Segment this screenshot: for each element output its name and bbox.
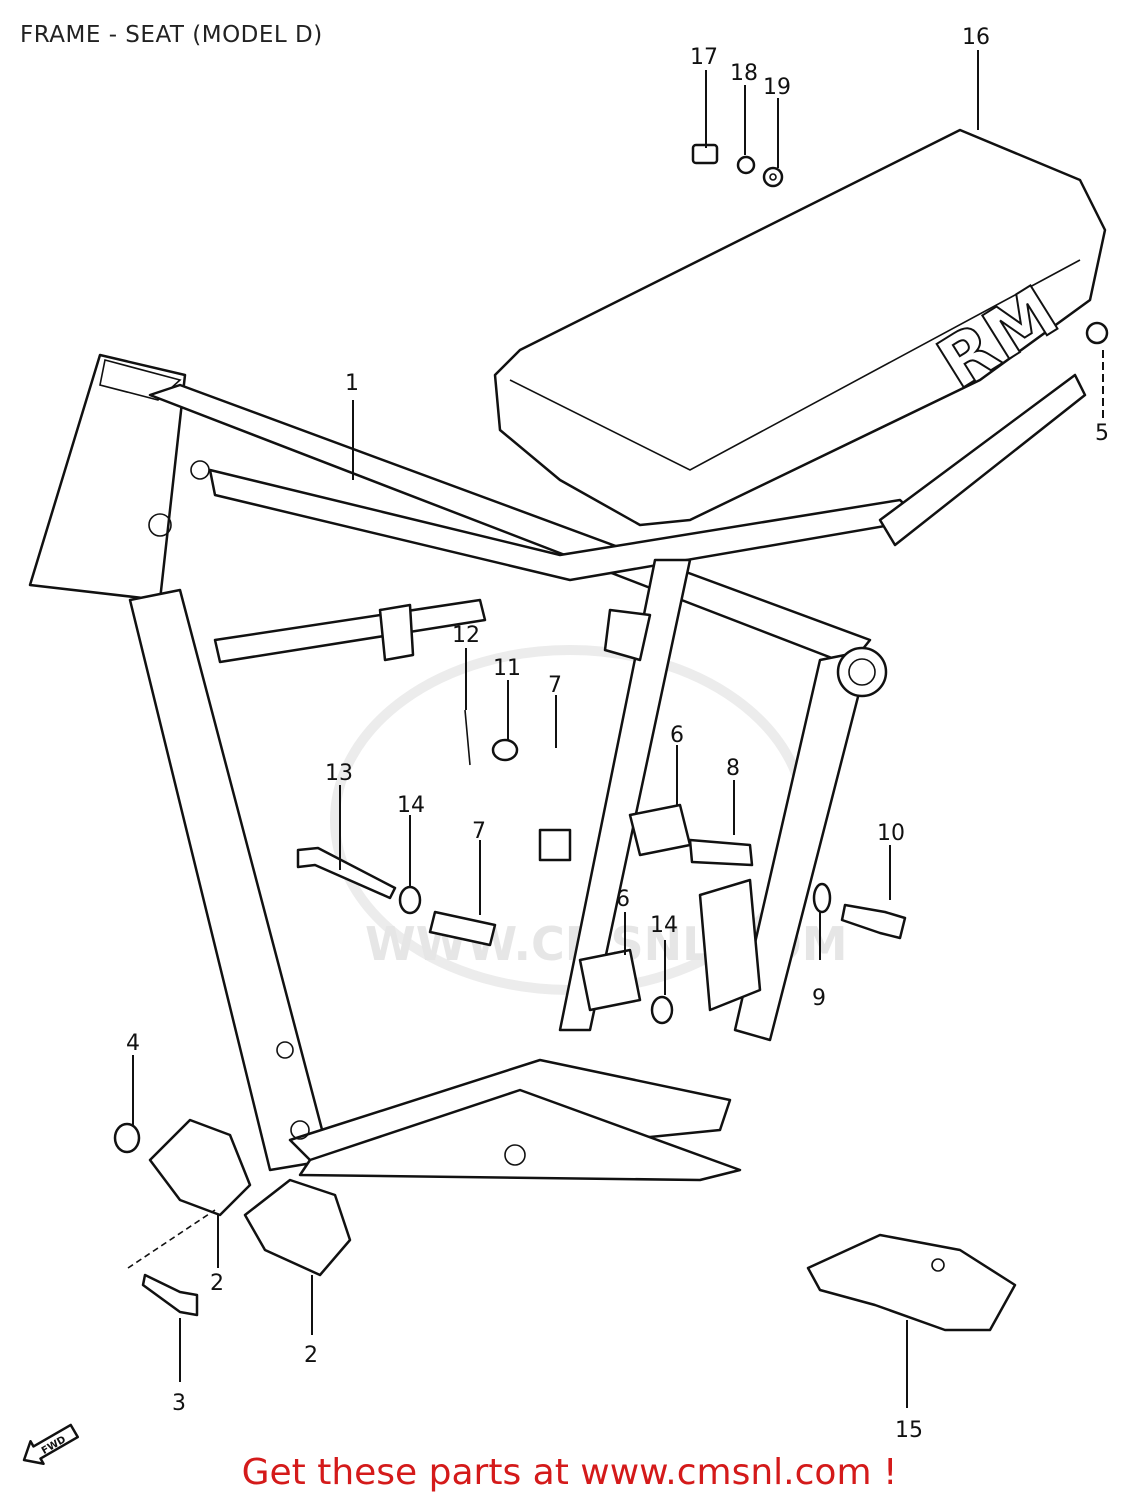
frame-cradle-lower bbox=[298, 1088, 742, 1182]
callout-18: 18 bbox=[730, 61, 758, 86]
callout-8: 8 bbox=[726, 756, 740, 781]
seat: RM bbox=[493, 128, 1107, 527]
callout-13: 13 bbox=[325, 761, 353, 786]
frame-bracket bbox=[603, 608, 652, 662]
callout-14: 14 bbox=[397, 793, 425, 818]
plate-2-icon bbox=[148, 1118, 252, 1217]
pivot-boss bbox=[836, 646, 888, 698]
seat-seam bbox=[509, 259, 1081, 471]
mount-hole bbox=[276, 1041, 294, 1059]
cotter-pin-12-icon bbox=[464, 709, 471, 766]
callout-2: 2 bbox=[304, 1343, 318, 1368]
mount-hole bbox=[190, 460, 210, 480]
frame-down-tube bbox=[128, 588, 332, 1172]
callout-10: 10 bbox=[877, 821, 905, 846]
head-pipe-top bbox=[99, 359, 182, 401]
lock-washer-18-icon bbox=[736, 155, 756, 175]
plate-2-icon bbox=[243, 1178, 352, 1277]
bushing-6-icon bbox=[628, 803, 692, 857]
seat-cushion bbox=[493, 128, 1107, 527]
leader-lines bbox=[132, 50, 1104, 1408]
hardware bbox=[113, 143, 1109, 1332]
callout-15: 15 bbox=[895, 1418, 923, 1443]
cover-15-icon bbox=[806, 1233, 1017, 1332]
frame-upper-rail bbox=[208, 468, 922, 582]
bushing-6-icon bbox=[578, 948, 642, 1012]
frame-bracket bbox=[378, 603, 415, 662]
washer-14-icon bbox=[650, 995, 674, 1025]
callout-2: 2 bbox=[210, 1271, 224, 1296]
callout-5: 5 bbox=[1095, 421, 1109, 446]
main-frame bbox=[28, 353, 1087, 1182]
callout-6: 6 bbox=[670, 723, 684, 748]
callout-14: 14 bbox=[650, 913, 678, 938]
callout-11: 11 bbox=[493, 656, 521, 681]
callout-16: 16 bbox=[962, 25, 990, 50]
mount-hole bbox=[148, 513, 172, 537]
callout-3: 3 bbox=[172, 1391, 186, 1416]
callout-4: 4 bbox=[126, 1031, 140, 1056]
frame-top-tube bbox=[148, 383, 872, 667]
callout-6: 6 bbox=[616, 887, 630, 912]
callout-19: 19 bbox=[763, 75, 791, 100]
callout-9: 9 bbox=[812, 986, 826, 1011]
pin-8-icon bbox=[688, 838, 754, 867]
fwd-arrow-icon bbox=[22, 1423, 79, 1466]
diagram-title: FRAME - SEAT (MODEL D) bbox=[20, 22, 323, 48]
spacer-7-icon bbox=[428, 910, 497, 947]
engine-mount-plate bbox=[538, 828, 572, 862]
frame-center-post bbox=[558, 558, 692, 1032]
footer-link-text[interactable]: Get these parts at www.cmsnl.com ! bbox=[241, 1452, 898, 1493]
pivot-boss-hole bbox=[848, 658, 876, 686]
nut-5-icon bbox=[1085, 321, 1109, 345]
callout-labels: 1 2 2 3 4 5 6 6 7 7 8 9 10 11 12 13 14 1… bbox=[126, 25, 1109, 1443]
frame-cross-tube bbox=[213, 598, 487, 664]
washer-19-icon bbox=[762, 166, 784, 188]
callout-12: 12 bbox=[452, 623, 480, 648]
washer-14-icon bbox=[398, 885, 422, 915]
callout-7: 7 bbox=[472, 819, 486, 844]
bolt-10-icon bbox=[840, 903, 907, 940]
long-bolt-13-icon bbox=[296, 846, 397, 900]
nut-4-icon bbox=[113, 1122, 141, 1154]
engine-mount-plate bbox=[698, 878, 762, 1012]
bolt-3-icon bbox=[141, 1273, 199, 1317]
mount-hole bbox=[290, 1120, 310, 1140]
washer-9-icon bbox=[812, 882, 832, 914]
callout-17: 17 bbox=[690, 45, 718, 70]
washer-11-icon bbox=[491, 738, 519, 762]
callout-1: 1 bbox=[345, 371, 359, 396]
callout-7: 7 bbox=[548, 673, 562, 698]
mount-hole bbox=[504, 1144, 526, 1166]
frame-seat-rail bbox=[878, 373, 1087, 547]
